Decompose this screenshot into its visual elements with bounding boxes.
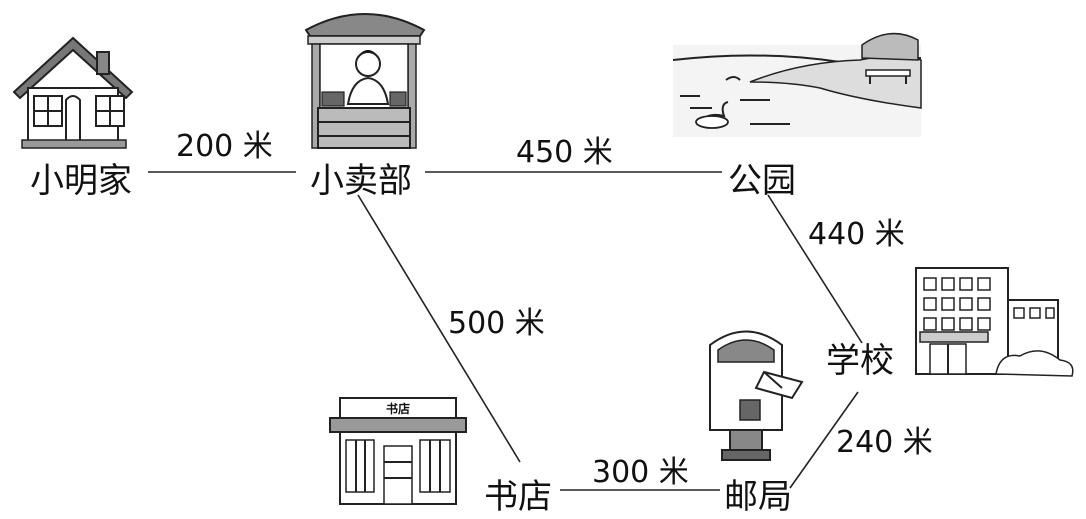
edge-park-school [767,194,863,344]
bookstore-sign: 书店 [386,401,410,416]
label-school: 学校 [826,341,894,381]
edge-post-school [789,391,859,489]
bookstore-icon: 书店 [329,397,467,505]
school-icon [915,267,1074,377]
label-home: 小明家 [30,161,132,201]
distance-bookstore-post: 300 米 [592,455,689,490]
label-park: 公园 [728,161,796,201]
shop-icon [304,13,426,149]
distance-shop-park: 450 米 [516,135,613,170]
label-shop: 小卖部 [310,161,412,201]
distance-park-school: 440 米 [808,217,905,252]
edge-shop-bookstore [357,194,521,463]
house-icon [12,36,134,149]
label-post-office: 邮局 [724,477,792,517]
distance-home-shop: 200 米 [176,129,273,164]
mailbox-icon [709,330,804,461]
park-icon [672,32,922,137]
label-bookstore: 书店 [484,477,552,517]
distance-shop-bookstore: 500 米 [448,306,545,341]
distance-post-school: 240 米 [836,425,933,460]
